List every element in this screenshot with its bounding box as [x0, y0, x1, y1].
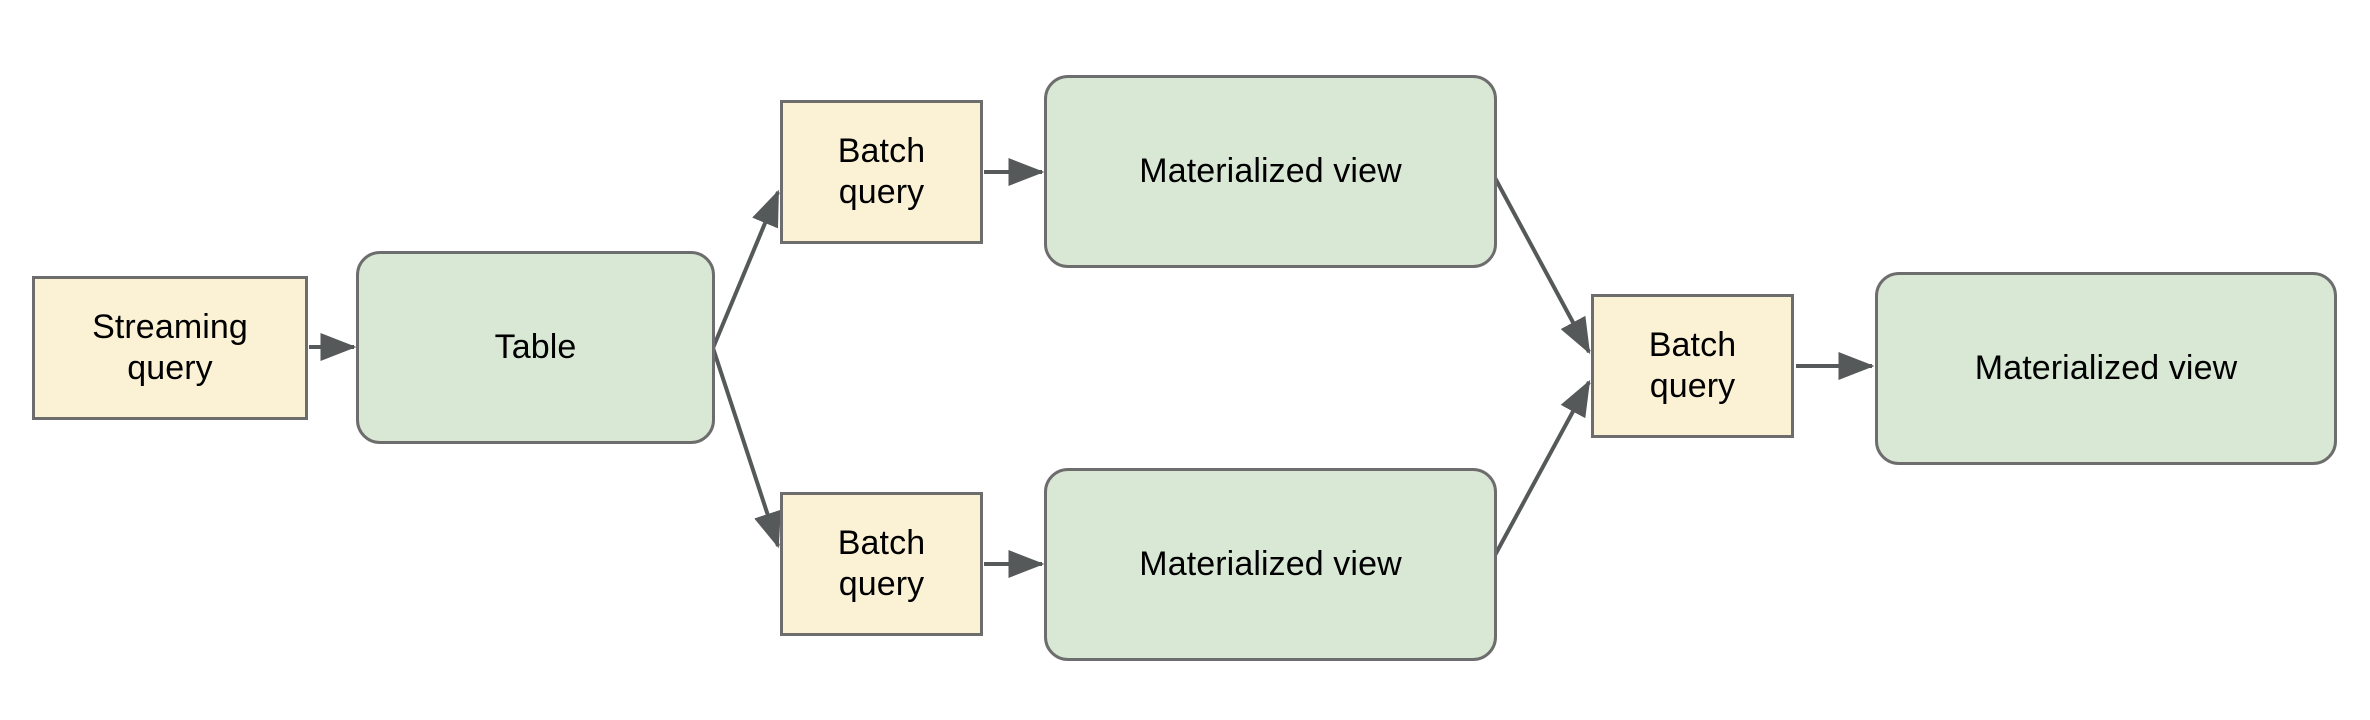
- node-table[interactable]: Table: [356, 251, 715, 444]
- node-batch-query-top-label: Batch query: [837, 131, 926, 211]
- node-batch-query-merge[interactable]: Batch query: [1591, 294, 1794, 438]
- node-batch-query-bottom[interactable]: Batch query: [780, 492, 983, 636]
- node-materialized-view-top-label: Materialized view: [1139, 151, 1402, 190]
- node-materialized-view-bottom-label: Materialized view: [1139, 544, 1402, 583]
- node-materialized-view-final[interactable]: Materialized view: [1875, 272, 2337, 465]
- node-materialized-view-final-label: Materialized view: [1974, 348, 2238, 387]
- node-batch-query-bottom-label: Batch query: [837, 523, 926, 603]
- node-streaming-query[interactable]: Streaming query: [32, 276, 308, 420]
- node-table-label: Table: [494, 327, 577, 366]
- edge-materialized-view-top-to-batch-query-merge: [1492, 175, 1591, 355]
- node-materialized-view-top[interactable]: Materialized view: [1044, 75, 1497, 268]
- edge-materialized-view-bottom-to-batch-query-merge: [1492, 379, 1591, 558]
- node-streaming-query-label: Streaming query: [92, 307, 248, 387]
- edge-table-to-batch-query-top: [711, 189, 780, 349]
- node-materialized-view-bottom[interactable]: Materialized view: [1044, 468, 1497, 661]
- edge-table-to-batch-query-bottom: [711, 347, 781, 549]
- node-batch-query-merge-label: Batch query: [1648, 325, 1737, 405]
- node-batch-query-top[interactable]: Batch query: [780, 100, 983, 244]
